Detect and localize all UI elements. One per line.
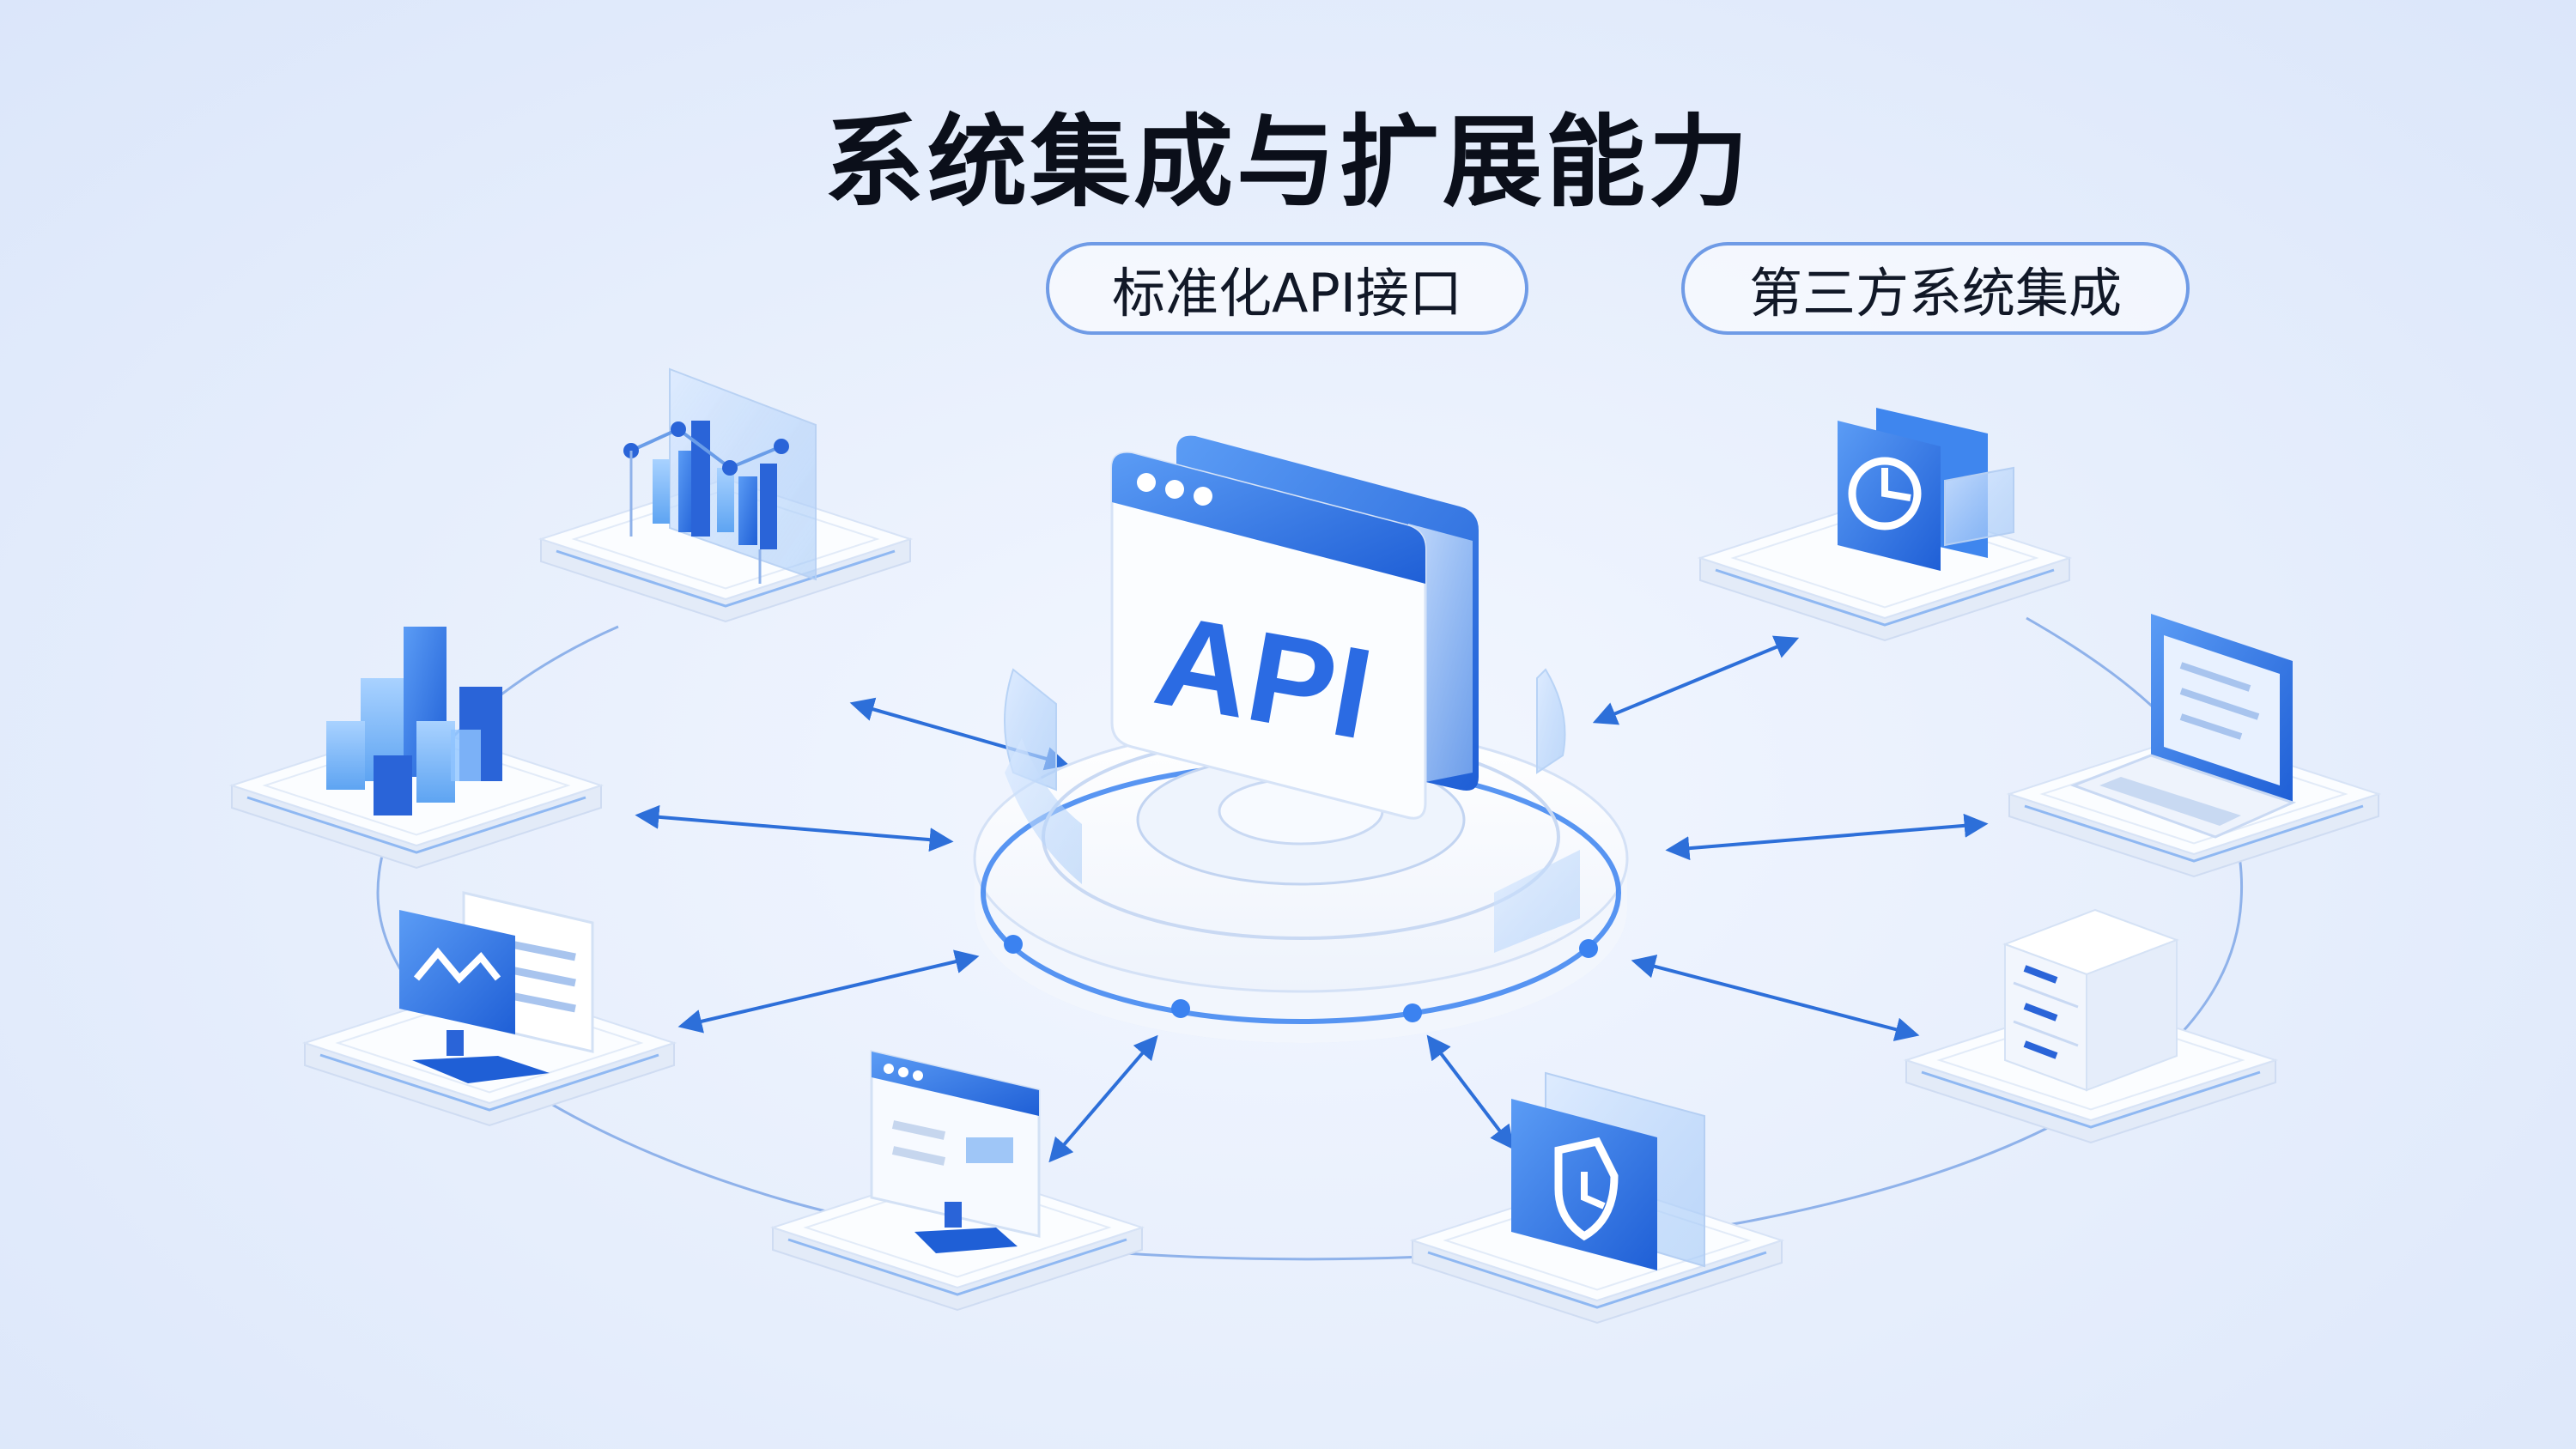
bar-chart-icon bbox=[326, 627, 502, 815]
api-window-icon: API bbox=[1110, 435, 1479, 820]
hub-dot bbox=[1171, 999, 1190, 1018]
server-rack-icon bbox=[2002, 908, 2179, 1092]
module-tiles bbox=[228, 477, 2382, 1325]
pie-report-icon bbox=[1838, 408, 2014, 571]
arrow-barchart bbox=[635, 804, 954, 852]
tag-standard-api: 标准化API接口 bbox=[1046, 242, 1528, 335]
window-dot bbox=[1194, 487, 1212, 506]
security-shield-icon bbox=[1511, 1071, 1705, 1270]
central-hub bbox=[973, 668, 1629, 1043]
window-dot bbox=[1137, 473, 1156, 492]
monitor-dashboard-icon bbox=[399, 891, 594, 1083]
hub-dot bbox=[1579, 939, 1598, 958]
web-form-icon bbox=[870, 1050, 1041, 1253]
orbit-ring bbox=[376, 616, 2244, 1261]
connector-arrows bbox=[635, 635, 1989, 1163]
arrow-report bbox=[1592, 635, 1800, 725]
arrow-server bbox=[1631, 955, 1920, 1041]
arrow-shield bbox=[1426, 1034, 1515, 1150]
hub-dot bbox=[1004, 935, 1023, 954]
page-title: 系统集成与扩展能力 bbox=[824, 105, 1752, 221]
arrow-webform bbox=[1048, 1034, 1158, 1163]
tag-third-party-integration: 第三方系统集成 bbox=[1681, 242, 2190, 335]
analytics-chart-icon bbox=[623, 367, 817, 584]
laptop-icon bbox=[2069, 614, 2297, 839]
window-dot bbox=[1165, 480, 1184, 499]
hub-dot bbox=[1403, 1003, 1422, 1022]
arrow-laptop bbox=[1665, 813, 1989, 861]
arrow-monitor bbox=[677, 949, 980, 1034]
